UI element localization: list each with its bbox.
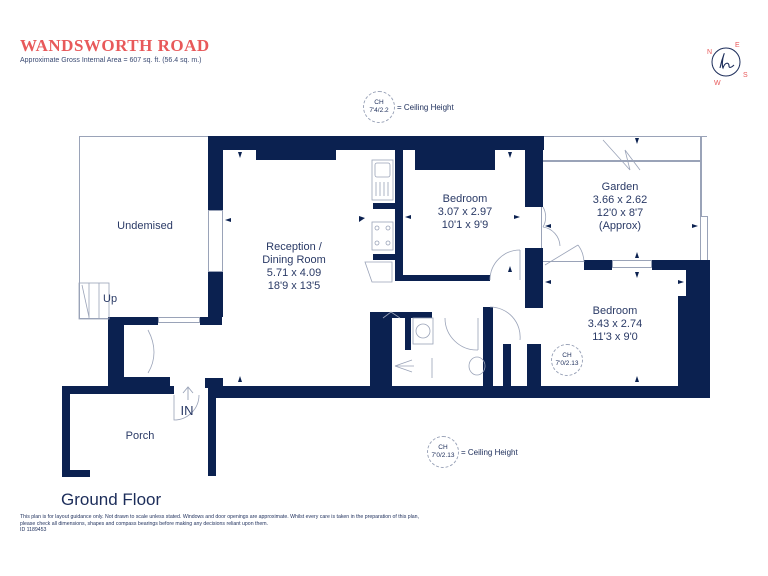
wall-hall-top-right: [200, 317, 222, 325]
wall-hall-top: [108, 317, 158, 325]
property-title: WANDSWORTH ROAD: [20, 36, 210, 55]
wall-porch-bottom: [62, 470, 90, 477]
svg-text:E: E: [735, 42, 740, 49]
wall-kitchen-bottom: [373, 254, 395, 260]
room-label-porch: Porch: [125, 430, 155, 442]
wall-bedroom2-top-left: [584, 260, 612, 270]
room-label-garden: Garden 3.66 x 2.62 12'0 x 8'7 (Approx): [592, 181, 648, 232]
ceiling-height-circle: CH 7'4/2.2: [363, 91, 395, 123]
room-label-undemised: Undemised: [117, 220, 173, 232]
wall-bedroom1-bottom: [395, 275, 490, 281]
wall-hall-left: [108, 317, 124, 379]
wall-top: [208, 136, 544, 150]
svg-text:S: S: [743, 72, 748, 79]
wall-porch-top: [62, 386, 174, 394]
wall-bedroom1-recess: [415, 150, 495, 170]
wall-porch-right: [208, 386, 216, 476]
bedroom-2-ceiling-height: CH 7'0/2.13: [551, 344, 583, 376]
window-hall[interactable]: [158, 317, 200, 323]
wall-reception-left-upper: [208, 150, 223, 210]
ceiling-height-circle: CH 7'0/2.13: [427, 436, 459, 468]
ceiling-height-legend-bottom: CH 7'0/2.13 = Ceiling Height: [427, 436, 518, 468]
wall-bath-top: [392, 312, 432, 318]
wall-kitchen-bedroom: [395, 150, 403, 280]
ceiling-height-text: = Ceiling Height: [397, 102, 454, 112]
wall-bottom: [208, 386, 710, 398]
compass-icon: N E S W: [707, 42, 748, 87]
wall-kitchen-shelf: [373, 203, 395, 209]
wall-porch-left: [62, 386, 70, 476]
wall-bath-right: [483, 307, 493, 387]
ceiling-height-legend-top: CH 7'4/2.2 = Ceiling Height: [363, 91, 454, 123]
window-bedroom2[interactable]: [612, 260, 652, 268]
wall-corridor-right: [503, 344, 511, 388]
room-label-reception: Reception / Dining Room 5.71 x 4.09 18'9…: [262, 241, 326, 292]
stairs-up-label: Up: [103, 293, 118, 305]
wall-bedroom1-right-upper: [525, 150, 543, 207]
svg-text:W: W: [714, 80, 721, 87]
wall-reception-top-recess: [256, 150, 336, 160]
wall-bath-left: [370, 312, 392, 388]
wall-bedroom2-right: [678, 296, 710, 388]
entrance-label: IN: [180, 403, 194, 418]
wall-porch-right-top: [205, 378, 223, 388]
window-reception-left[interactable]: [208, 210, 223, 272]
svg-text:N: N: [707, 49, 712, 56]
wall-bedroom2-right-upper: [686, 270, 710, 296]
wall-bath-inner: [405, 318, 411, 350]
wall-bedroom2-left-lower: [527, 344, 541, 388]
garden-outline-edge: [700, 136, 702, 216]
disclaimer: This plan is for layout guidance only. N…: [20, 514, 419, 533]
floor-label: Ground Floor: [61, 490, 162, 509]
compass: N E S W: [698, 40, 758, 100]
wall-hall-bottom: [108, 377, 170, 387]
room-label-bedroom-2: Bedroom 3.43 x 2.74 11'3 x 9'0: [587, 305, 643, 343]
wall-bedroom1-right-lower: [525, 248, 543, 308]
wall-reception-left-lower: [208, 272, 223, 317]
gross-area-text: Approximate Gross Internal Area = 607 sq…: [20, 57, 202, 64]
wall-bedroom2-top-right: [652, 260, 710, 270]
ceiling-height-text: = Ceiling Height: [461, 447, 518, 457]
room-label-bedroom-1: Bedroom 3.07 x 2.97 10'1 x 9'9: [437, 193, 493, 231]
